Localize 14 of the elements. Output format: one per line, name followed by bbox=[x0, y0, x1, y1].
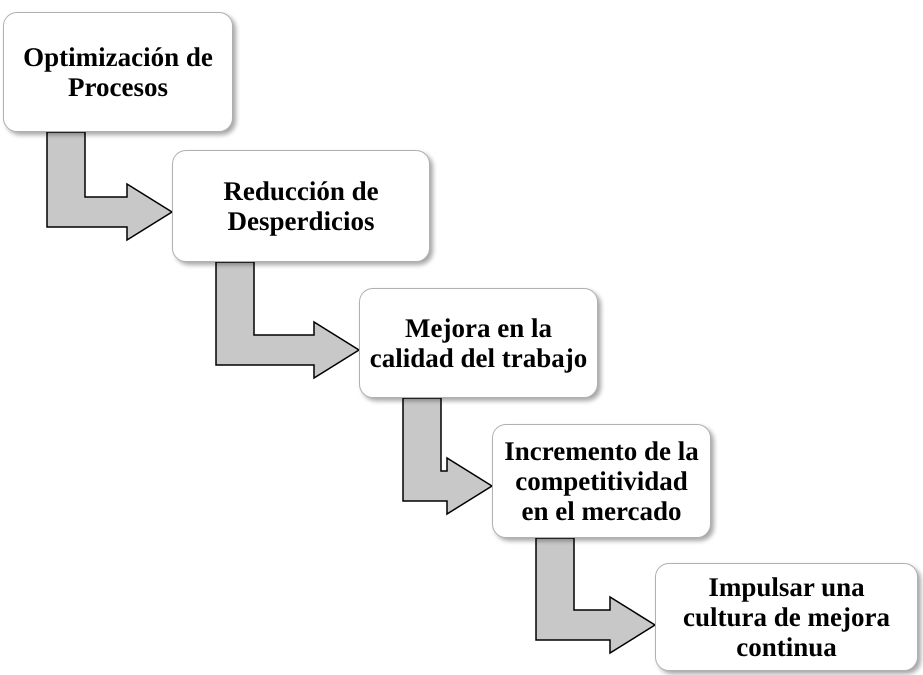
process-box bbox=[359, 288, 598, 398]
bent-arrow bbox=[215, 261, 360, 380]
box-text: Optimización de Procesos bbox=[22, 42, 214, 102]
bent-arrow bbox=[402, 397, 494, 516]
process-box bbox=[492, 424, 711, 538]
process-box bbox=[172, 150, 430, 262]
box-text: Incremento de la competitividad en el mercado bbox=[503, 436, 700, 526]
process-box bbox=[655, 563, 918, 671]
box-text: Mejora en la calidad del trabajo bbox=[368, 313, 588, 373]
bent-arrow bbox=[535, 537, 656, 654]
box-text: Impulsar una cultura de mejora continua bbox=[682, 572, 891, 662]
process-box bbox=[3, 12, 233, 132]
bent-arrow bbox=[46, 131, 174, 242]
box-text: Reducción de Desperdicios bbox=[222, 176, 380, 236]
